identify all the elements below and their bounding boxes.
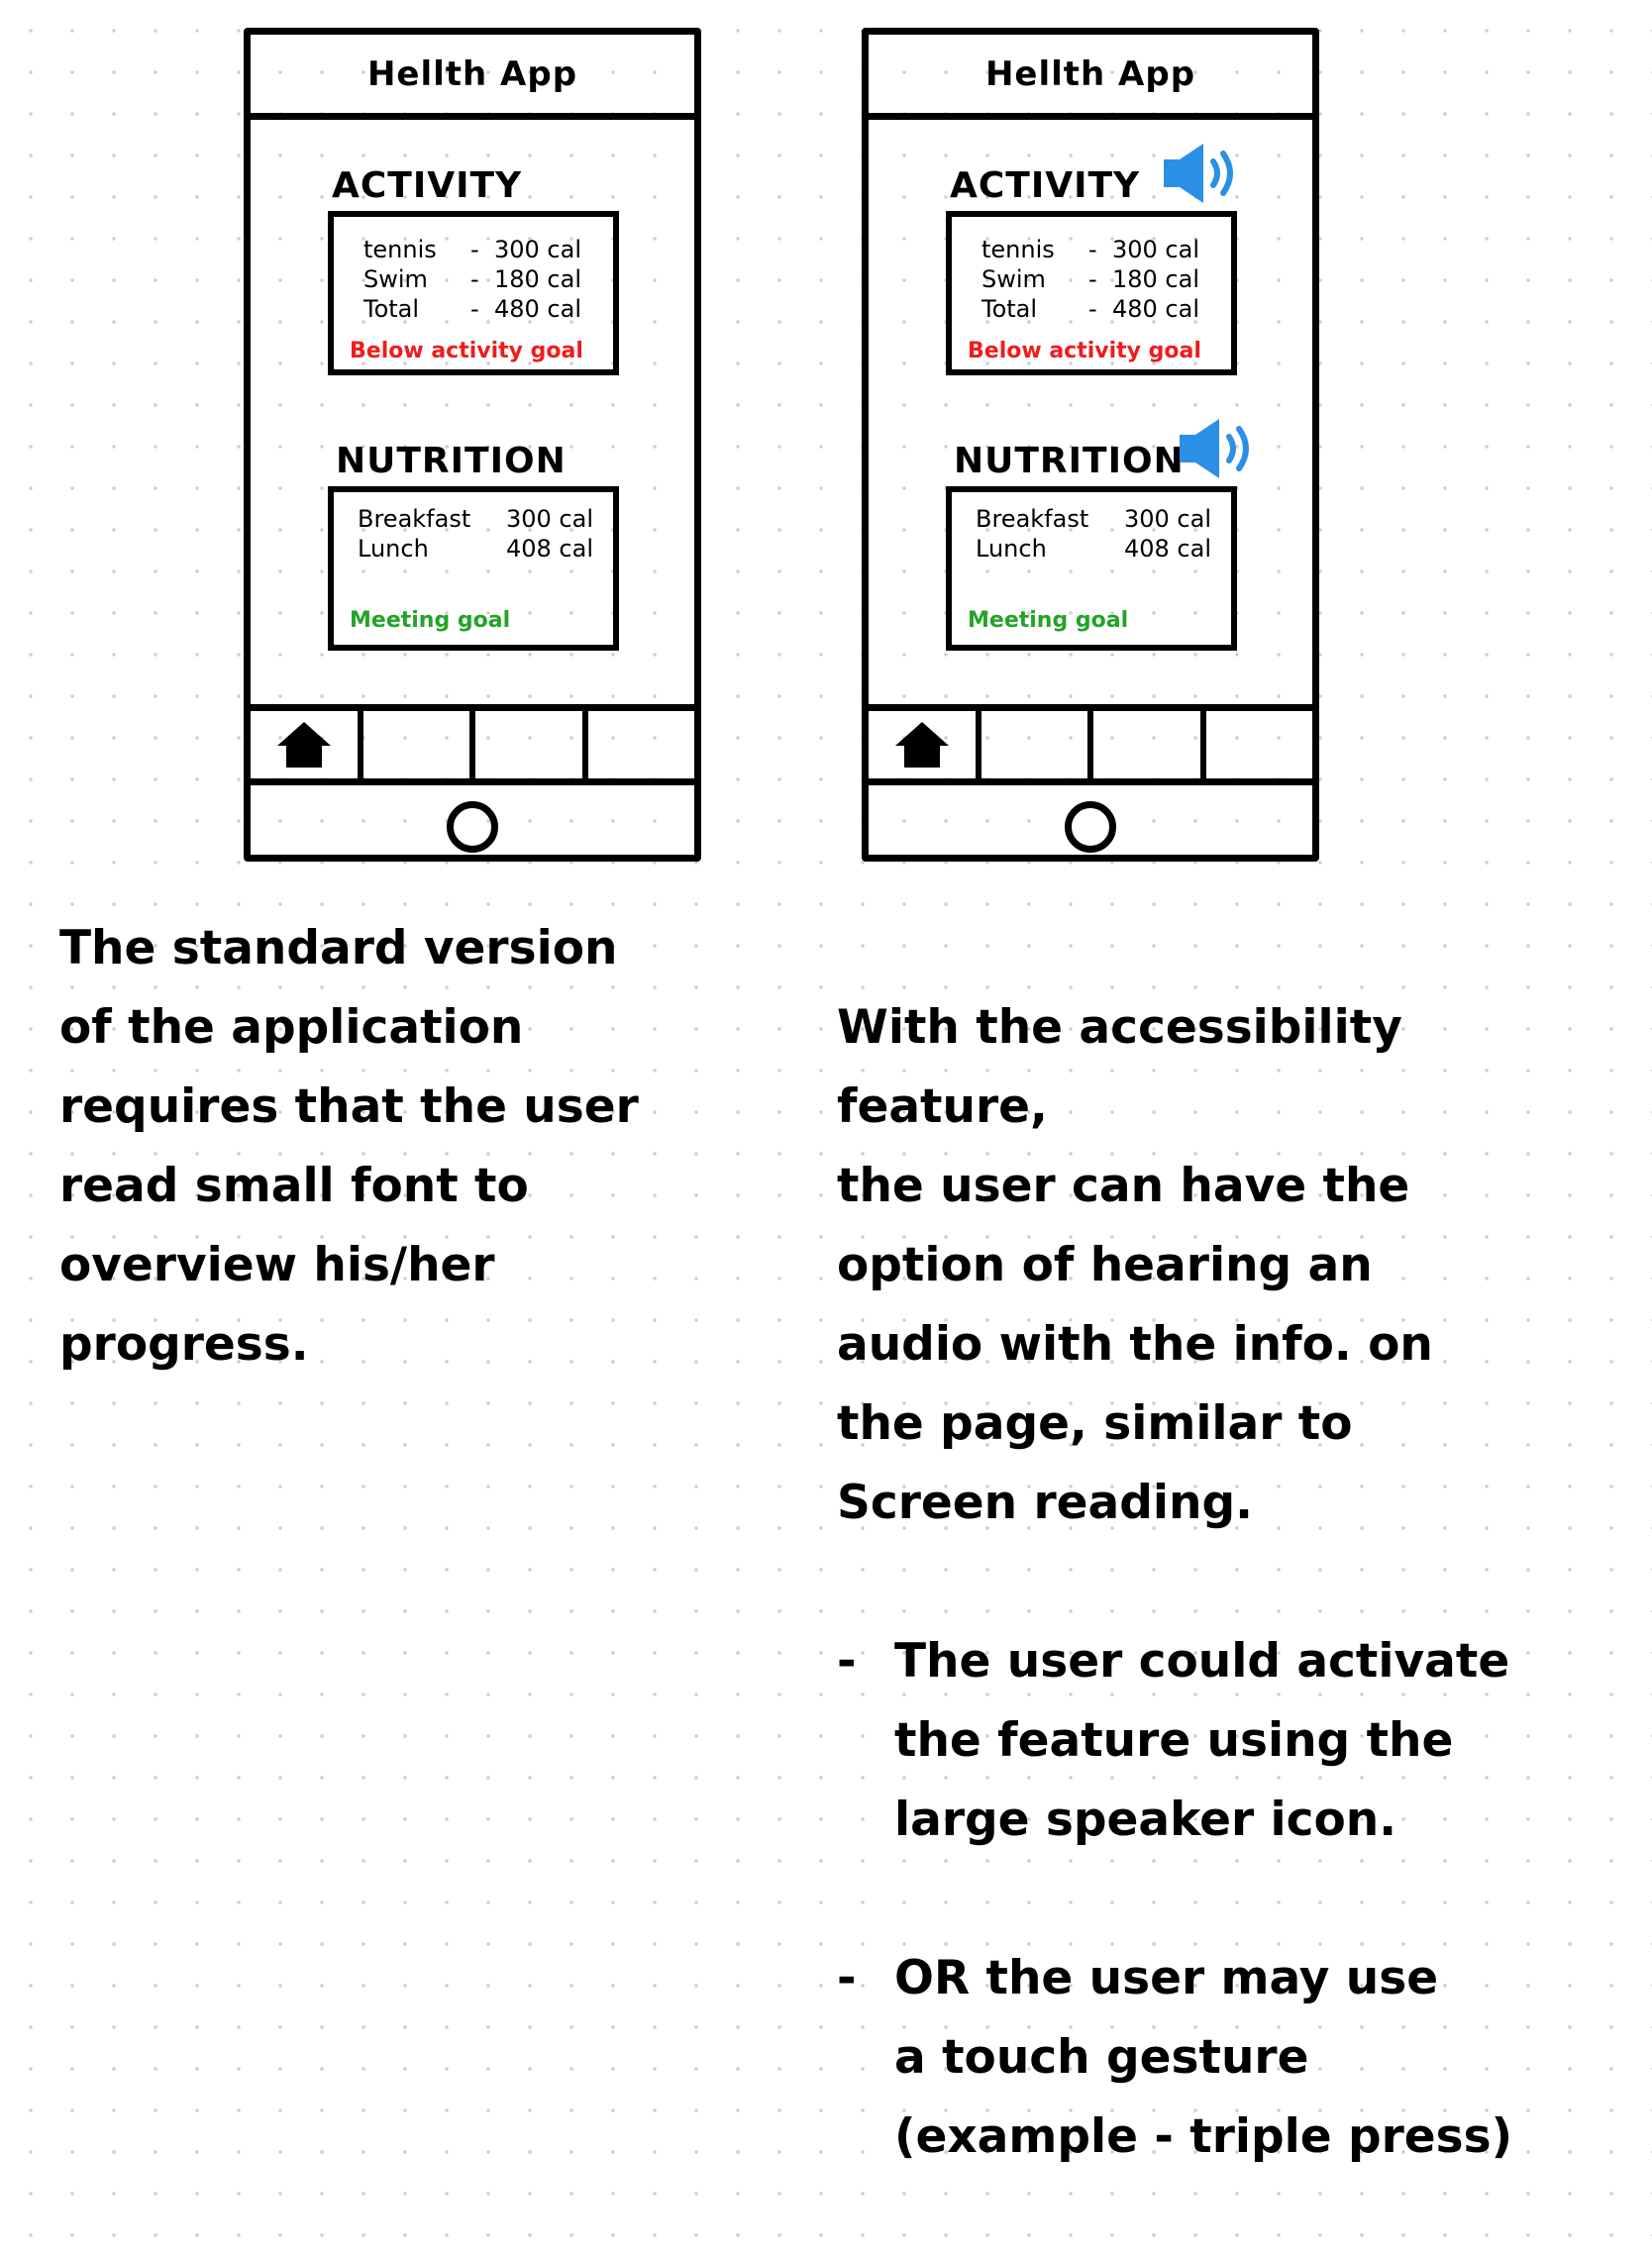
activity-name: Swim bbox=[981, 265, 1046, 293]
home-button[interactable] bbox=[447, 801, 498, 853]
nutrition-value: 300 cal bbox=[1123, 505, 1211, 533]
home-icon bbox=[894, 722, 949, 768]
home-button[interactable] bbox=[1065, 801, 1116, 853]
nutrition-value: 408 cal bbox=[505, 535, 593, 563]
activity-sep: - bbox=[470, 265, 479, 293]
activity-name: Total bbox=[981, 295, 1038, 323]
activity-name: Total bbox=[363, 295, 420, 323]
tab-2[interactable] bbox=[363, 711, 475, 778]
nutrition-status: Meeting goal bbox=[968, 608, 1129, 633]
activity-title: ACTIVITY bbox=[950, 165, 1141, 206]
tab-bar bbox=[869, 704, 1312, 785]
tab-3[interactable] bbox=[1093, 711, 1206, 778]
tab-home[interactable] bbox=[869, 711, 981, 778]
activity-name: tennis bbox=[981, 236, 1055, 263]
activity-value: 180 cal bbox=[1111, 265, 1199, 293]
nutrition-row: Lunch 408 cal bbox=[334, 534, 613, 564]
caption-accessible: With the accessibility feature, the user… bbox=[837, 909, 1629, 2256]
nutrition-name: Breakfast bbox=[976, 505, 1089, 533]
activity-name: tennis bbox=[363, 236, 437, 263]
activity-sep: - bbox=[1088, 265, 1097, 293]
activity-title: ACTIVITY bbox=[332, 165, 523, 206]
tab-2[interactable] bbox=[981, 711, 1093, 778]
caption-accessible-intro: With the accessibility feature, the user… bbox=[837, 1000, 1433, 1530]
nutrition-row: Breakfast 300 cal bbox=[952, 504, 1231, 534]
activity-sep: - bbox=[470, 295, 479, 323]
nutrition-name: Lunch bbox=[358, 535, 429, 563]
activity-name: Swim bbox=[363, 265, 428, 293]
nutrition-value: 300 cal bbox=[505, 505, 593, 533]
activity-value: 300 cal bbox=[493, 236, 581, 263]
activity-value: 180 cal bbox=[493, 265, 581, 293]
activity-status: Below activity goal bbox=[350, 339, 583, 363]
nutrition-status: Meeting goal bbox=[350, 608, 511, 633]
nutrition-value: 408 cal bbox=[1123, 535, 1211, 563]
activity-sep: - bbox=[1088, 295, 1097, 323]
activity-sep: - bbox=[470, 236, 479, 263]
caption-bullet: OR the user may use a touch gesture (exa… bbox=[837, 1939, 1629, 2177]
activity-value: 300 cal bbox=[1111, 236, 1199, 263]
app-title: Hellth App bbox=[869, 35, 1312, 120]
phone-accessible: Hellth App ACTIVITY tennis - 300 cal Swim… bbox=[862, 28, 1319, 862]
nutrition-name: Lunch bbox=[976, 535, 1047, 563]
caption-standard: The standard version of the application … bbox=[59, 921, 639, 1372]
nutrition-name: Breakfast bbox=[358, 505, 471, 533]
activity-row: Swim - 180 cal bbox=[334, 264, 613, 294]
activity-row: tennis - 300 cal bbox=[952, 235, 1231, 264]
activity-card: tennis - 300 cal Swim - 180 cal Total - 480… bbox=[946, 211, 1237, 375]
speaker-icon[interactable] bbox=[1178, 415, 1261, 482]
speaker-icon[interactable] bbox=[1162, 140, 1245, 207]
nutrition-row: Lunch 408 cal bbox=[952, 534, 1231, 564]
tab-3[interactable] bbox=[475, 711, 588, 778]
activity-sep: - bbox=[1088, 236, 1097, 263]
tab-4[interactable] bbox=[588, 711, 695, 778]
tab-4[interactable] bbox=[1206, 711, 1313, 778]
tab-bar bbox=[251, 704, 694, 785]
nutrition-card: Breakfast 300 cal Lunch 408 cal Meeting … bbox=[946, 486, 1237, 651]
home-icon bbox=[276, 722, 331, 768]
activity-value: 480 cal bbox=[493, 295, 581, 323]
activity-row: Swim - 180 cal bbox=[952, 264, 1231, 294]
nutrition-title: NUTRITION bbox=[336, 441, 567, 481]
nutrition-card: Breakfast 300 cal Lunch 408 cal Meeting … bbox=[328, 486, 619, 651]
activity-card: tennis - 300 cal Swim - 180 cal Total - 480… bbox=[328, 211, 619, 375]
app-title: Hellth App bbox=[251, 35, 694, 120]
activity-row: Total - 480 cal bbox=[952, 294, 1231, 324]
activity-value: 480 cal bbox=[1111, 295, 1199, 323]
activity-status: Below activity goal bbox=[968, 339, 1201, 363]
nutrition-row: Breakfast 300 cal bbox=[334, 504, 613, 534]
activity-row: tennis - 300 cal bbox=[334, 235, 613, 264]
tab-home[interactable] bbox=[251, 711, 363, 778]
phone-standard: Hellth App ACTIVITY tennis - 300 cal Swim… bbox=[244, 28, 701, 862]
caption-bullet: The user could activate the feature usin… bbox=[837, 1622, 1629, 1860]
nutrition-title: NUTRITION bbox=[954, 441, 1185, 481]
activity-row: Total - 480 cal bbox=[334, 294, 613, 324]
